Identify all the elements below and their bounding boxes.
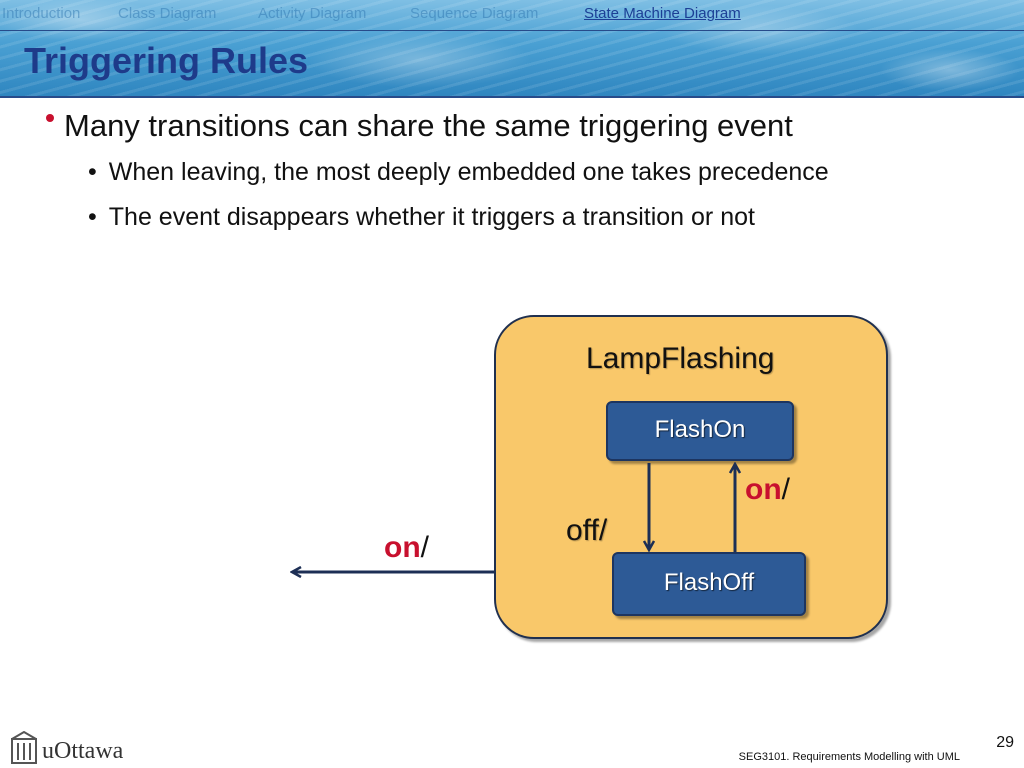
bullet-main-text: Many transitions can share the same trig… bbox=[64, 108, 793, 143]
bullet-sub-2: • The event disappears whether it trigger… bbox=[88, 203, 755, 232]
exit-separator: / bbox=[420, 531, 429, 564]
state-flashoff-label: FlashOff bbox=[663, 569, 755, 596]
course-footer: SEG3101. Requirements Modelling with UML bbox=[738, 751, 960, 763]
bullet-main: Many transitions can share the same trig… bbox=[46, 108, 793, 144]
uottawa-logo-text: uOttawa bbox=[42, 738, 124, 764]
on-event: on bbox=[745, 473, 782, 506]
uottawa-crest-icon bbox=[11, 731, 37, 764]
nav-item-state-machine-diagram[interactable]: State Machine Diagram bbox=[584, 5, 741, 22]
header-divider bbox=[0, 96, 1024, 98]
on-separator: / bbox=[781, 473, 790, 506]
off-transition-label: off/ bbox=[566, 514, 608, 547]
bullet-dot-icon bbox=[46, 113, 54, 122]
on-transition-label: on/ bbox=[745, 473, 790, 507]
nav-divider bbox=[0, 30, 1024, 31]
exit-event: on bbox=[384, 531, 421, 564]
nav-item-introduction[interactable]: Introduction bbox=[2, 5, 81, 22]
bullet-sub-1: • When leaving, the most deeply embedded … bbox=[88, 158, 829, 187]
bullet-sub-text: The event disappears whether it triggers… bbox=[108, 203, 755, 231]
composite-state-label: LampFlashing bbox=[586, 342, 775, 375]
section-nav: Introduction Class Diagram Activity Diag… bbox=[0, 5, 1024, 27]
state-flashoff: FlashOff bbox=[612, 552, 806, 616]
state-flashon-label: FlashOn bbox=[654, 416, 746, 443]
bullet-sub-text: When leaving, the most deeply embedded o… bbox=[108, 158, 829, 186]
sub-bullet-icon: • bbox=[88, 203, 97, 231]
header-banner: Introduction Class Diagram Activity Diag… bbox=[0, 0, 1024, 96]
sub-bullet-icon: • bbox=[88, 158, 97, 186]
page-number: 29 bbox=[996, 734, 1014, 751]
nav-item-sequence-diagram[interactable]: Sequence Diagram bbox=[410, 5, 539, 22]
nav-item-class-diagram[interactable]: Class Diagram bbox=[118, 5, 217, 22]
state-flashon: FlashOn bbox=[606, 401, 794, 461]
exit-transition-label: on/ bbox=[384, 531, 429, 565]
page-title: Triggering Rules bbox=[24, 40, 309, 81]
nav-item-activity-diagram[interactable]: Activity Diagram bbox=[258, 5, 367, 22]
